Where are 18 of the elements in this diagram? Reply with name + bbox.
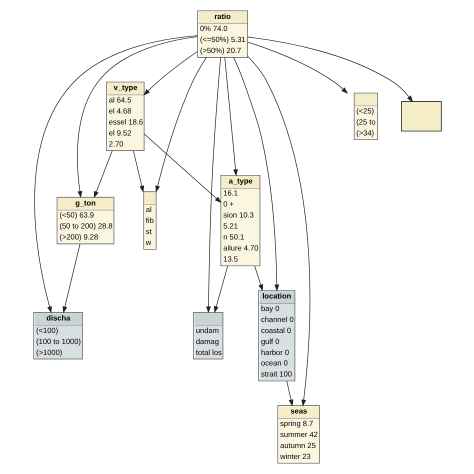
- arrow: [246, 56, 310, 407]
- arrow: [93, 150, 112, 198]
- arrow: [224, 57, 238, 176]
- arrow: [62, 244, 80, 314]
- arrow: [254, 266, 262, 292]
- arrow: [213, 266, 228, 314]
- arrow: [286, 380, 293, 406]
- arrow: [34, 35, 198, 314]
- arrow: [246, 36, 413, 102]
- node-box: [400, 101, 442, 132]
- arrow: [143, 134, 222, 204]
- arrow: [206, 57, 220, 314]
- arrow: [132, 150, 144, 193]
- arrow: [154, 57, 206, 193]
- arrow: [246, 42, 348, 94]
- arrow: [232, 57, 279, 292]
- arrow: [76, 36, 198, 198]
- arrow: [142, 51, 198, 96]
